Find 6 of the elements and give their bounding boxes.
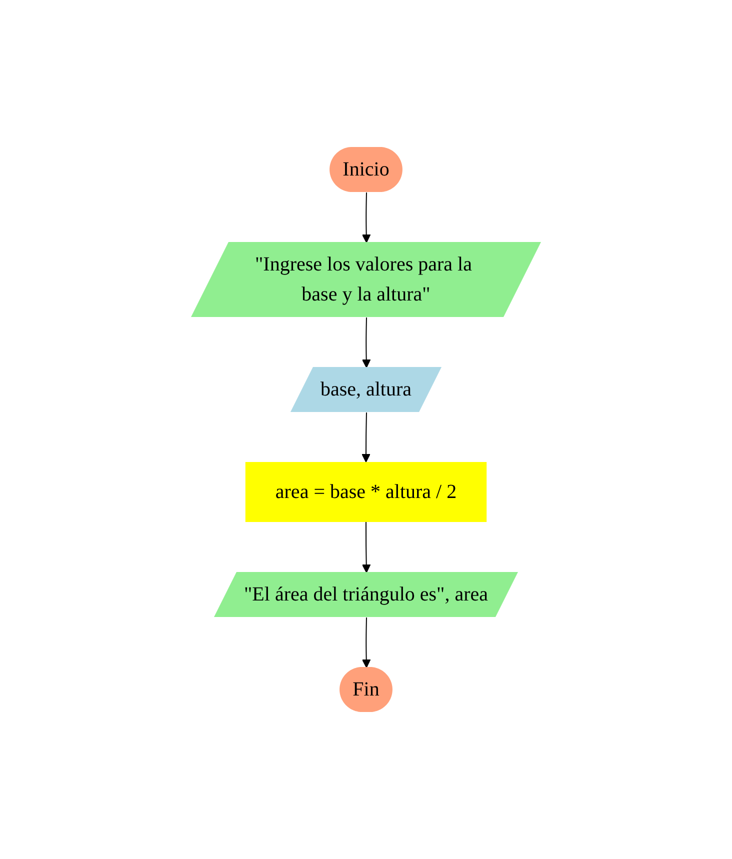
arrow (362, 617, 371, 668)
arrow (362, 317, 371, 368)
arrow (362, 192, 371, 243)
node-box: area = base * altura / 2 (245, 462, 487, 522)
arrow (362, 522, 371, 573)
arrow (362, 412, 370, 462)
